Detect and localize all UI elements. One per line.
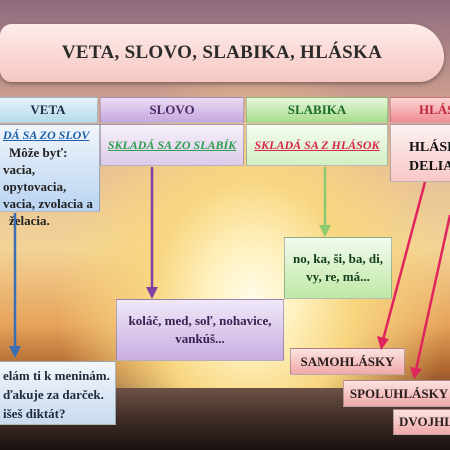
spoluhlasky-arrow (410, 214, 450, 379)
slide-title: VETA, SLOVO, SLABIKA, HLÁSKA (61, 42, 383, 63)
slovo-sub-box: SKLADÁ SA ZO SLABÍK (100, 124, 244, 166)
veta-examples-box: elám ti k meninám. ďakuje za darček. iše… (0, 361, 116, 425)
header-slovo: SLOVO (100, 97, 244, 123)
dvojhlasky-box: DVOJHL (393, 409, 450, 435)
veta-example-1: elám ti k meninám. (3, 368, 110, 383)
veta-line-3: vacia, zvolacia a (3, 196, 93, 211)
slabika-sub: SKLADÁ SA Z HLÁSOK (254, 137, 380, 152)
veta-line-2: vacia, opytovacia, (3, 162, 67, 194)
header-hlaska: HLÁS (390, 97, 450, 123)
header-slabika-label: SLABIKA (287, 102, 347, 117)
spoluhlasky-label: SPOLUHLÁSKY (349, 385, 449, 401)
title-banner: VETA, SLOVO, SLABIKA, HLÁSKA (0, 24, 444, 82)
veta-info-box: DÁ SA ZO SLOV Môže byť: vacia, opytovaci… (0, 124, 100, 228)
veta-line-4: želacia. (9, 213, 50, 228)
header-veta-label: VETA (30, 102, 66, 117)
veta-example-2: ďakuje za darček. (3, 387, 104, 402)
samohlasky-label: SAMOHLÁSKY (300, 353, 395, 369)
hlaska-line-1: HLÁSK (409, 140, 450, 155)
hlaska-info-box: HLÁSK DELIA (390, 124, 450, 182)
slabika-examples-box: no, ka, ši, ba, di, vy, re, má... (284, 237, 392, 299)
slabika-arrow (319, 167, 331, 237)
header-slovo-label: SLOVO (149, 102, 195, 117)
header-veta: VETA (0, 97, 98, 123)
header-hlaska-label: HLÁS (419, 102, 450, 117)
veta-example-3: išeš diktát? (3, 406, 66, 421)
slovo-examples-box: koláč, med, soľ, nohavice, vankúš... (116, 299, 284, 361)
slovo-arrow (146, 167, 158, 299)
veta-arrow (9, 213, 21, 358)
veta-sub: DÁ SA ZO SLOV (3, 128, 90, 142)
spoluhlasky-box: SPOLUHLÁSKY (343, 380, 450, 407)
samohlasky-box: SAMOHLÁSKY (290, 348, 405, 375)
slovo-examples: koláč, med, soľ, nohavice, vankúš... (128, 313, 272, 346)
slabika-sub-box: SKLADÁ SA Z HLÁSOK (246, 124, 388, 166)
veta-line-1: Môže byť: (9, 145, 68, 160)
slabika-examples: no, ka, ši, ba, di, vy, re, má... (293, 251, 383, 284)
dvojhlasky-label: DVOJHL (399, 414, 450, 429)
slovo-sub: SKLADÁ SA ZO SLABÍK (107, 137, 237, 152)
hlaska-line-2: DELIA (409, 159, 450, 174)
header-slabika: SLABIKA (246, 97, 388, 123)
